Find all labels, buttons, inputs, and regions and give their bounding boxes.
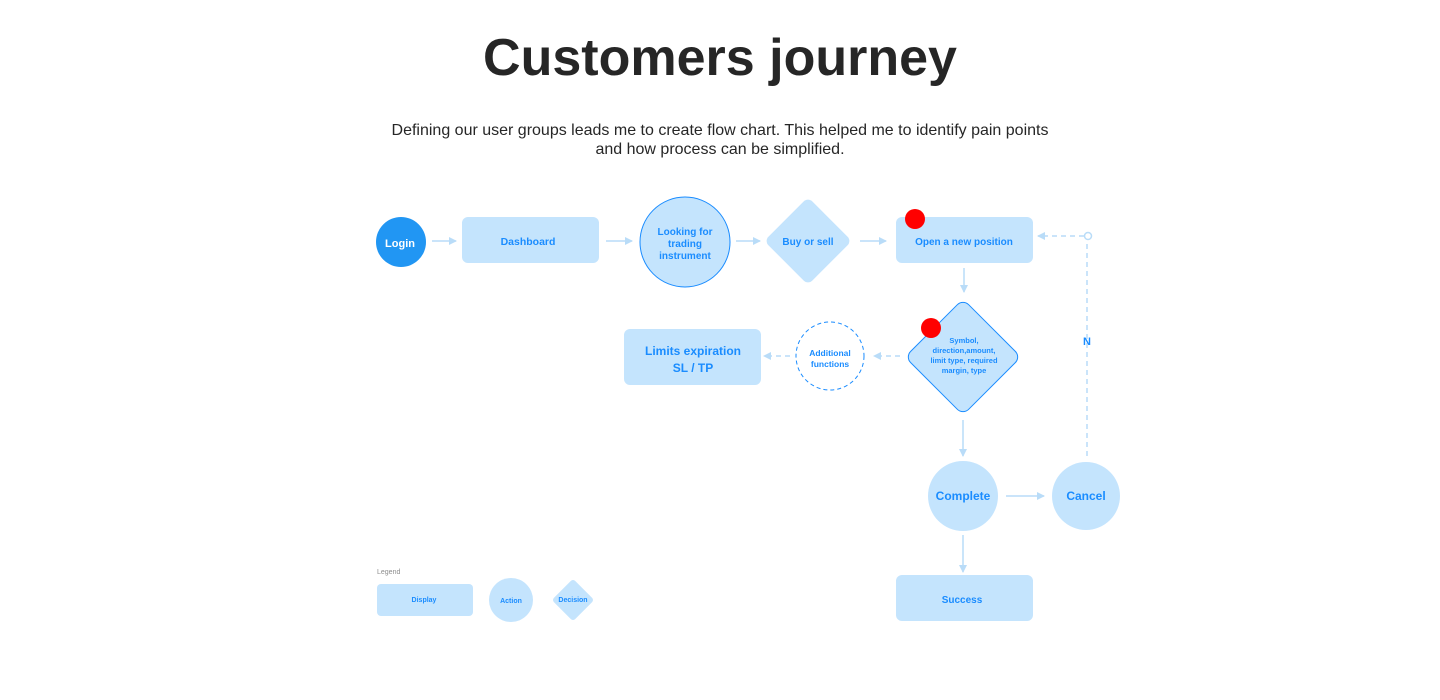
node-limits-expiration[interactable]: Limits expiration SL / TP (624, 329, 761, 385)
node-open-new-position[interactable]: Open a new position (896, 209, 1033, 263)
node-details-line-3: limit type, required (930, 356, 998, 365)
node-open-position-label: Open a new position (915, 237, 1013, 248)
node-limits-line-1: Limits expiration (645, 344, 741, 358)
node-additional-line-2: functions (811, 359, 850, 369)
node-complete[interactable]: Complete (928, 461, 998, 531)
subtitle-line-2: and how process can be simplified. (595, 141, 845, 158)
node-cancel[interactable]: Cancel (1052, 462, 1120, 530)
pain-point-marker (905, 209, 925, 229)
node-buy-or-sell[interactable]: Buy or sell (764, 197, 852, 285)
pain-point-marker (921, 318, 941, 338)
node-details-line-1: Symbol, (949, 336, 978, 345)
node-success-label: Success (942, 595, 983, 606)
node-position-details[interactable]: Symbol, direction,amount, limit type, re… (905, 299, 1021, 415)
connector-junction (1083, 231, 1093, 241)
legend-action: Action (489, 578, 533, 622)
node-looking-for-instrument[interactable]: Looking for trading instrument (639, 196, 731, 288)
node-details-line-2: direction,amount, (933, 346, 996, 355)
legend-display-label: Display (412, 597, 437, 604)
node-additional-functions[interactable]: Additional functions (795, 321, 865, 391)
node-dashboard[interactable]: Dashboard (462, 217, 599, 263)
legend-decision-label: Decision (558, 597, 587, 604)
legend-action-label: Action (500, 598, 522, 605)
node-looking-line-2: trading (668, 239, 702, 250)
node-dashboard-label: Dashboard (501, 236, 556, 248)
node-looking-line-3: instrument (659, 251, 711, 262)
legend: Display Action Decision (377, 578, 593, 622)
node-success[interactable]: Success (896, 575, 1033, 621)
node-additional-line-1: Additional (809, 348, 851, 358)
page-subtitle: Defining our user groups leads me to cre… (370, 121, 1070, 159)
node-details-line-4: margin, type (942, 366, 987, 375)
node-limits-line-2: SL / TP (673, 361, 713, 375)
subtitle-line-1: Defining our user groups leads me to cre… (391, 122, 1049, 139)
node-looking-line-1: Looking for (658, 227, 713, 238)
node-login-label: Login (385, 238, 415, 250)
legend-display: Display (377, 584, 473, 616)
page-title: Customers journey (483, 29, 957, 87)
node-buy-sell-label: Buy or sell (782, 237, 833, 248)
legend-title: Legend (377, 569, 401, 576)
node-login[interactable]: Login (376, 217, 426, 267)
node-cancel-label: Cancel (1066, 489, 1105, 503)
no-branch-label: N (1083, 336, 1091, 348)
legend-decision: Decision (553, 580, 593, 620)
node-complete-label: Complete (936, 489, 991, 503)
